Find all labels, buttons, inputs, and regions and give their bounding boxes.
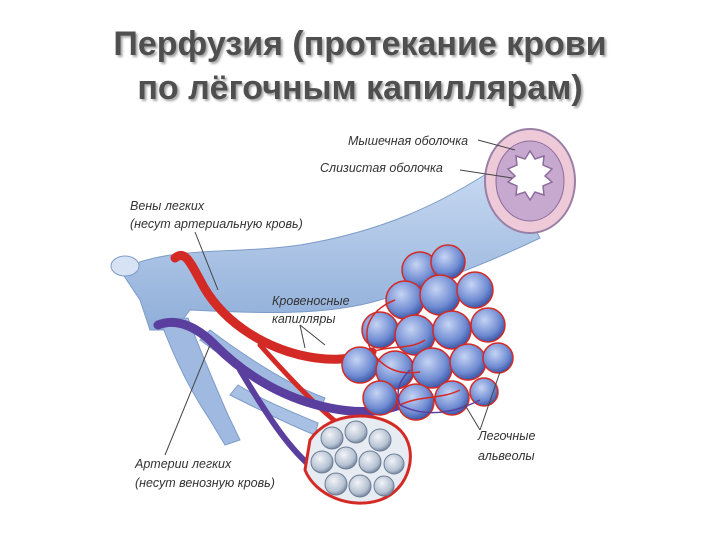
label-mucous-layer: Слизистая оболочка <box>320 161 443 175</box>
label-arteries-2: (несут венозную кровь) <box>135 476 275 490</box>
label-capillaries-2: капилляры <box>272 312 335 326</box>
label-alveoli-1: Легочные <box>477 429 535 443</box>
alveoli-cross-section <box>305 416 410 503</box>
label-arteries-1: Артерии легких <box>134 457 232 471</box>
bronchus-cross-section <box>485 129 575 233</box>
label-alveoli-2: альвеолы <box>478 449 535 463</box>
label-veins-2: (несут артериальную кровь) <box>130 217 303 231</box>
label-muscle-layer: Мышечная оболочка <box>348 134 468 148</box>
label-capillaries-1: Кровеносные <box>272 294 350 308</box>
label-veins-1: Вены легких <box>130 199 205 213</box>
